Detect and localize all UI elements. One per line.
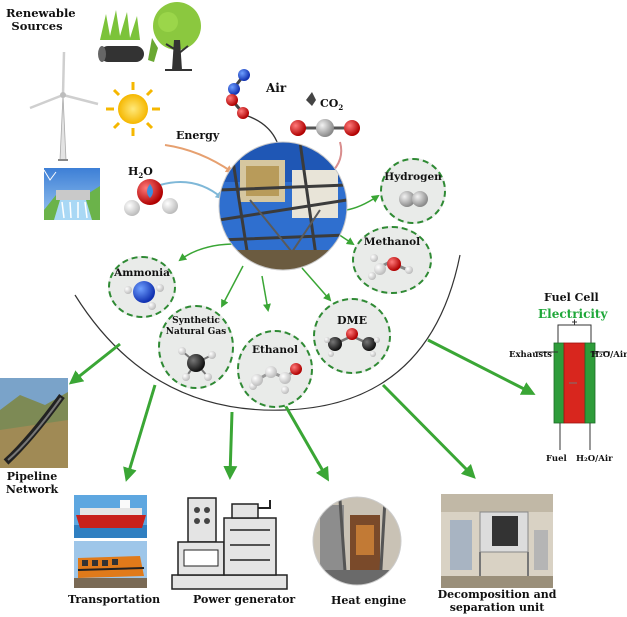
power-generator-label: Power generator [193,593,296,606]
methane-molecule-icon [178,347,216,381]
h2o-arrow [159,181,224,200]
arrow-to-power [223,411,238,480]
pipeline-photo [0,378,68,468]
sng-label: Synthetic Natural Gas [160,316,232,338]
h2o-air-top-label: H₂O/Air [591,350,627,360]
methanol-molecule-icon [368,254,413,280]
energy-arrow [164,144,234,174]
exhausts-label: Exhausts [509,350,552,360]
transportation-label: Transportation [68,593,161,606]
h2o-air-bottom-label: H₂O/Air [576,454,613,464]
arrow-to-fuel-cell [427,338,536,395]
wind-turbine-icon [29,51,99,161]
arrow-to-transportation [123,384,157,482]
h2o-molecule-icon [124,179,178,216]
h2o-label-sub: 2 [138,171,144,181]
fuel-cell-title: Fuel Cell [544,291,599,304]
arrow-to-hydrogen [345,194,380,211]
transportation-photo [74,495,147,588]
arrow-to-ammonia [178,243,233,262]
arc [74,254,461,411]
co2-label-main: CO [320,97,339,110]
heat-engine-photo [312,496,402,586]
decomposition-label: Decomposition and separation unit [436,588,558,614]
sng-label-line1: Synthetic [172,316,220,326]
sng-label-line2: Natural Gas [165,327,227,337]
pipeline-label-line1: Pipeline [6,470,58,483]
co2-molecule-icon [290,92,360,137]
ethanol-label: Ethanol [252,344,298,356]
tree-icon [153,2,201,71]
hydrogen-circle: Hydrogen [380,158,446,224]
dme-circle: DME [313,298,391,374]
renewable-label-line1: Renewable [6,6,76,20]
ammonia-circle: Ammonia [108,256,176,318]
arrow-to-pipeline [68,342,121,385]
decomposition-label-line2: separation unit [449,601,545,614]
arrow-to-decomposition [381,383,476,479]
ammonia-molecule-icon [124,281,164,310]
biomass-icon [98,10,158,62]
arrow-to-dme [301,267,332,302]
methanol-circle: Methanol [352,226,432,294]
ethanol-circle: Ethanol [237,330,313,408]
h2o-label: H2O [128,165,153,182]
air-label: Air [266,81,287,95]
h2o-label-h: H [128,165,139,178]
renewable-label-line2: Sources [11,19,63,33]
fuel-label: Fuel [546,454,567,464]
heat-engine-label: Heat engine [331,594,407,607]
h2o-label-o: O [143,165,153,178]
hydrogen-label: Hydrogen [384,171,442,183]
decomposition-unit-photo [441,494,553,588]
sun-icon [106,82,160,136]
energy-label: Energy [176,129,220,142]
methanol-label: Methanol [363,236,421,248]
ethanol-molecule-icon [249,363,302,394]
hydrogen-molecule-icon [399,191,428,207]
arrow-to-heat-engine [283,404,329,482]
electricity-label: Electricity [538,307,608,321]
dme-molecule-icon [324,328,380,357]
co2-label: CO2 [320,97,343,114]
arrow-to-ethanol [261,275,271,312]
co2-label-sub: 2 [338,103,344,113]
pipeline-network-label: Pipeline Network [4,470,60,496]
solar-reactor-photo [218,141,348,271]
pipeline-label-line2: Network [5,483,59,496]
air-molecule-icon [226,69,250,119]
ammonia-label: Ammonia [114,267,170,279]
dme-label: DME [336,314,368,327]
power-generator-icon [171,497,288,590]
synthetic-natural-gas-circle: Synthetic Natural Gas [158,305,234,389]
fuel-cell-diagram [535,319,610,450]
renewable-sources-label: Renewable Sources [6,6,76,33]
decomposition-label-line1: Decomposition and [437,588,557,601]
hydropower-icon [43,168,100,220]
arrow-to-sng [221,265,244,308]
